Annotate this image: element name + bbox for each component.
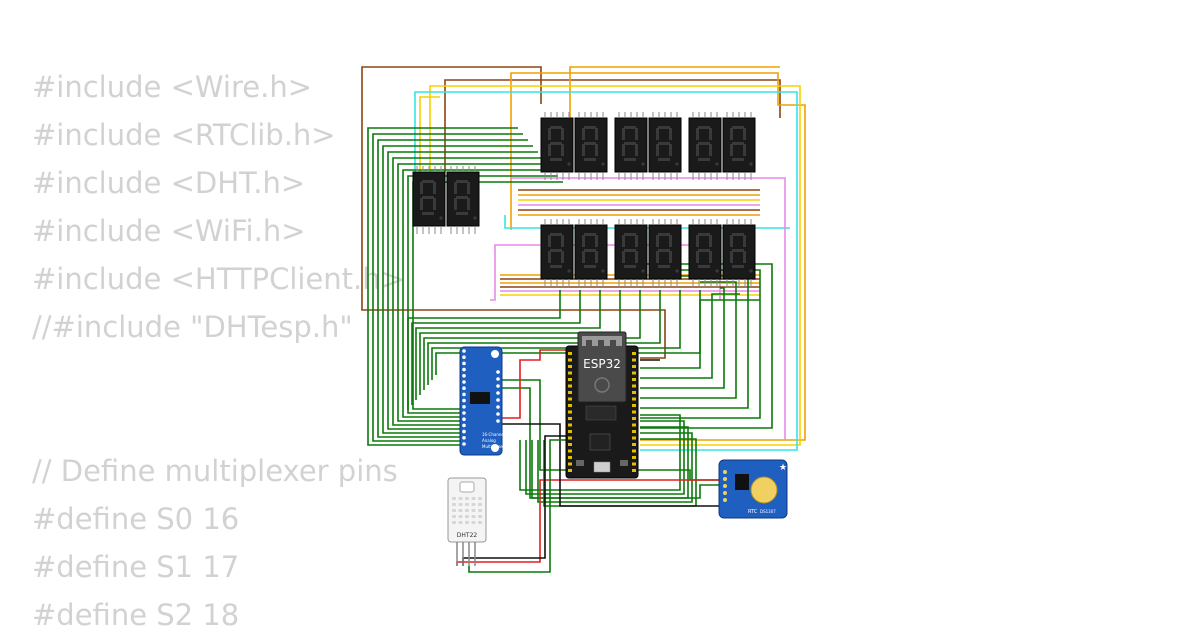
wire xyxy=(407,290,561,410)
seven-segment-digit xyxy=(540,112,574,180)
code-line-4: #include <WiFi.h> xyxy=(32,214,306,248)
wire xyxy=(361,66,666,359)
rtc-module[interactable]: ★ RTC DS1307 xyxy=(718,459,788,519)
star-icon: ★ xyxy=(779,463,787,473)
multiplexer-module[interactable]: 16-Channel Analog Multiplexer xyxy=(459,346,505,456)
seven-segment-digit xyxy=(614,112,648,180)
rtc-sublabel: DS1307 xyxy=(760,509,776,514)
dht22-sensor[interactable]: DHT22 xyxy=(447,477,487,566)
wire xyxy=(407,175,558,414)
esp32-label: ESP32 xyxy=(583,357,621,371)
wire xyxy=(367,127,518,446)
usb-port-icon xyxy=(593,461,611,473)
esp32-pins xyxy=(568,352,636,472)
dht22-grille xyxy=(452,497,482,524)
code-line-11: #define S2 18 xyxy=(32,598,240,632)
multiplexer-pins xyxy=(462,349,500,446)
wire xyxy=(640,293,740,379)
code-line-9: #define S0 16 xyxy=(32,502,240,536)
wire xyxy=(392,157,543,426)
wire xyxy=(640,263,773,429)
seven-segment-digit xyxy=(688,219,722,287)
mux-label-2: Analog xyxy=(482,438,496,443)
mux-label-3: Multiplexer xyxy=(482,444,505,449)
code-line-1: #include <Wire.h> xyxy=(32,70,313,104)
wire xyxy=(525,420,685,495)
wire xyxy=(427,290,661,385)
seven-segment-digit xyxy=(648,219,682,287)
espressif-logo-icon xyxy=(594,377,610,393)
seven-segment-digit xyxy=(574,112,608,180)
seven-segment-digit xyxy=(688,112,722,180)
wire xyxy=(377,139,528,438)
seven-segment-digit xyxy=(574,219,608,287)
seven-segment-digit xyxy=(540,219,574,287)
code-line-8: // Define multiplexer pins xyxy=(32,454,398,488)
wire xyxy=(468,439,568,573)
esp32-board[interactable]: ESP32 xyxy=(565,331,639,479)
wire xyxy=(519,414,681,491)
wire xyxy=(510,177,786,440)
dht22-label: DHT22 xyxy=(457,532,478,539)
wire xyxy=(510,72,806,441)
wire xyxy=(537,432,693,503)
wire xyxy=(414,91,798,451)
wire xyxy=(415,290,601,400)
seven-segment-digit xyxy=(722,219,756,287)
wire xyxy=(456,479,720,566)
wire xyxy=(444,79,781,172)
wire xyxy=(397,163,548,422)
wire xyxy=(423,290,641,390)
wire xyxy=(500,349,568,419)
coin-battery-icon xyxy=(750,476,778,504)
seven-segment-digit xyxy=(614,219,648,287)
wire xyxy=(431,290,681,380)
code-line-2: #include <RTClib.h> xyxy=(32,118,336,152)
wire xyxy=(500,387,720,499)
wire xyxy=(419,290,621,395)
wire xyxy=(640,287,725,389)
code-line-5: #include <HTTPClient.h> xyxy=(32,262,405,296)
code-line-10: #define S1 17 xyxy=(32,550,240,584)
wire xyxy=(640,281,737,399)
seven-segment-displays xyxy=(412,112,756,287)
wire xyxy=(411,290,581,405)
wire xyxy=(640,299,760,369)
wire xyxy=(387,151,538,430)
wire xyxy=(569,66,780,118)
code-line-3: #include <DHT.h> xyxy=(32,166,306,200)
wire xyxy=(429,85,801,446)
code-line-6: //#include "DHTesp.h" xyxy=(32,310,353,344)
rtc-pins xyxy=(723,470,727,502)
seven-segment-digit xyxy=(446,166,480,234)
seven-segment-digit xyxy=(648,112,682,180)
rtc-label: RTC xyxy=(748,509,758,515)
seven-segment-digit xyxy=(722,112,756,180)
mux-label-1: 16-Channel xyxy=(482,432,505,437)
wire xyxy=(372,133,523,442)
wire xyxy=(419,96,440,172)
wire xyxy=(412,181,563,410)
seven-segment-digit xyxy=(412,166,446,234)
wire xyxy=(382,145,533,434)
wire xyxy=(402,169,553,418)
